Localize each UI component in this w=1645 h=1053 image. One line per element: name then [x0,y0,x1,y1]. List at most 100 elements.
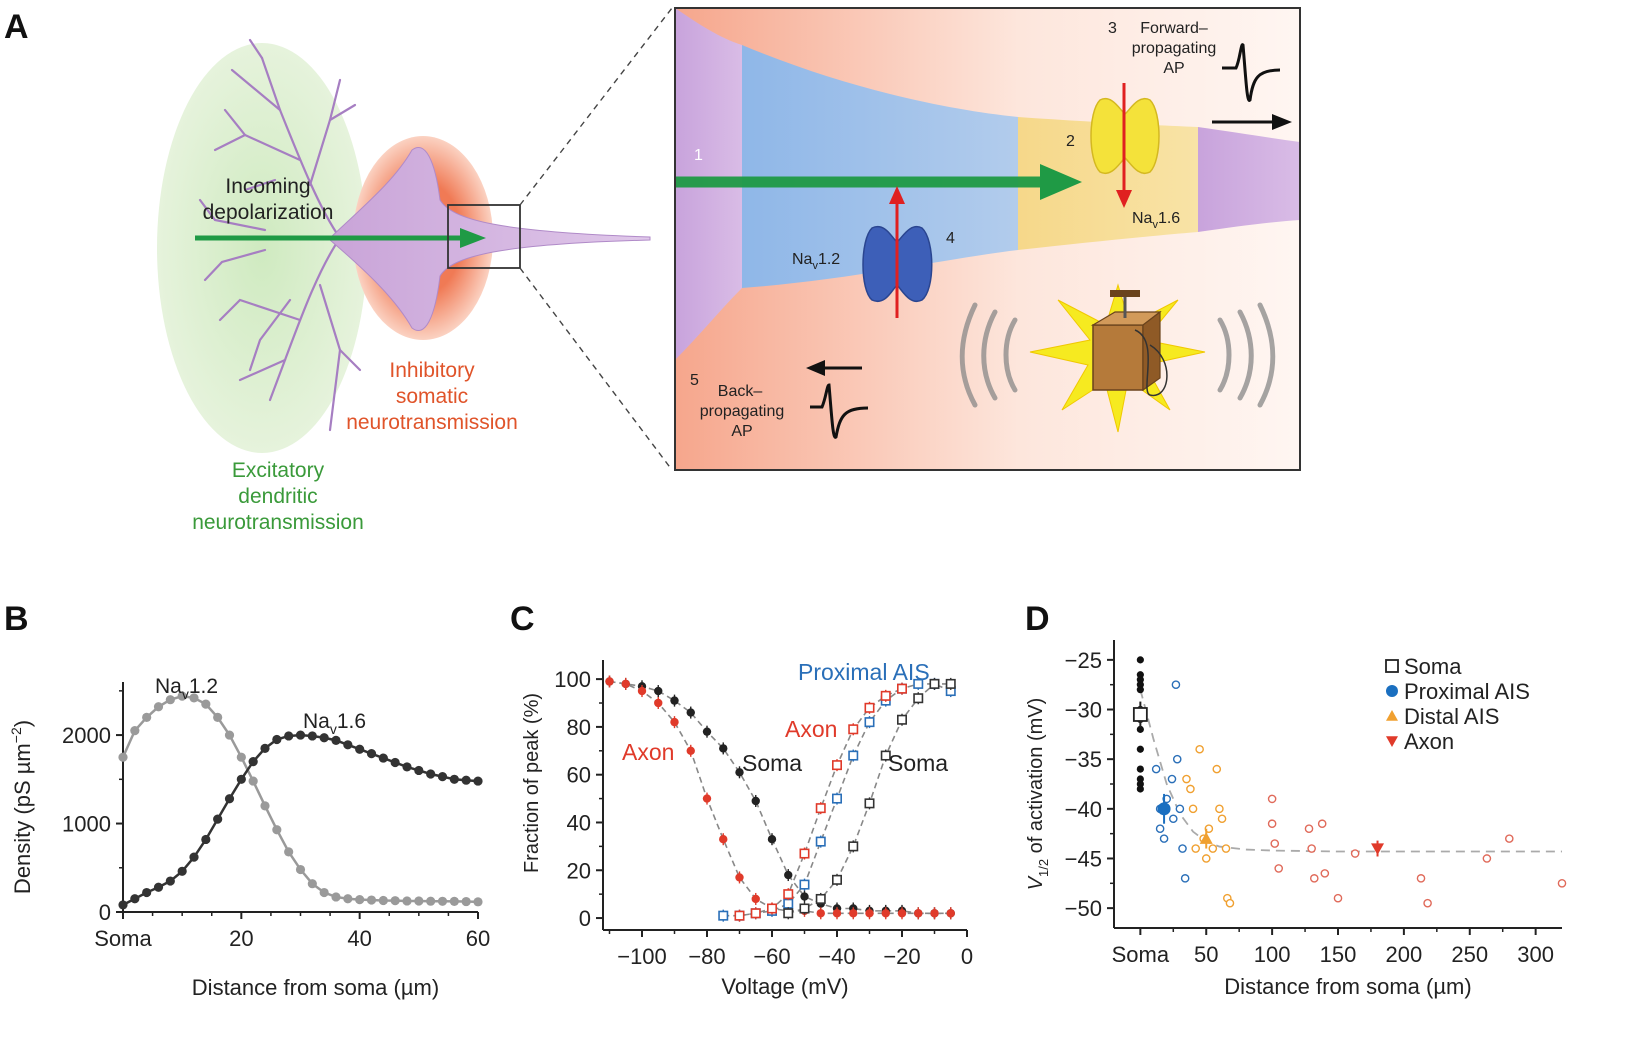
excitatory-label-1: Excitatory [232,459,325,482]
y-axis-title: Density (pS µm−2) [8,720,35,894]
data-point [734,910,745,921]
x-tick-label: −20 [883,944,920,969]
data-point [437,772,448,782]
data-point [343,740,353,750]
zoom-line-top [519,7,673,206]
data-point [1320,869,1330,878]
data-point [670,696,679,705]
fit-line [609,680,951,915]
data-point [719,835,728,844]
data-point [783,889,794,900]
data-point [1386,710,1398,721]
data-point [1208,844,1218,853]
data-point [142,712,152,722]
x-tick-label: 20 [229,926,253,951]
data-point [355,895,365,905]
panel-label-b: B [4,600,29,638]
data-point [1136,676,1144,684]
data-point [414,765,424,776]
data-point [165,695,175,705]
data-point [1304,824,1314,833]
x-axis-title: Voltage (mV) [721,974,848,999]
step-4: 4 [946,230,955,247]
data-point [189,693,199,703]
data-point [1136,656,1144,664]
data-point [831,760,842,771]
inhibitory-label-3: neurotransmission [346,411,518,434]
data-point [1333,893,1343,903]
y-tick-label: 80 [567,715,591,740]
zoom-box [447,204,521,269]
y-tick-label: −50 [1065,896,1102,921]
data-point [735,873,744,882]
data-point [848,724,859,735]
data-point [1136,780,1144,788]
data-point [815,893,826,904]
data-point [702,794,712,803]
data-point [686,708,695,717]
data-point [1188,804,1198,814]
data-point [654,686,663,696]
inset-green-arrow-head [1040,164,1082,200]
data-point [1504,834,1514,843]
data-point [766,903,777,914]
panel-label-c: C [510,600,535,638]
data-point [319,733,329,743]
series-label: Axon [785,716,837,742]
data-point [751,796,760,806]
x-tick-label: 50 [1194,942,1218,967]
step-5: 5 [690,372,699,389]
data-point [1172,754,1182,764]
depolarization-label: depolarization [203,201,334,224]
data-point [426,769,436,779]
data-point [295,864,306,875]
data-point [177,866,187,876]
data-point [461,896,471,907]
data-point [366,895,377,905]
data-point [832,909,842,918]
x-tick-label: −60 [753,944,790,969]
data-point [319,887,329,898]
forward-label-1: Forward– [1140,20,1208,37]
data-point [1201,854,1211,863]
data-point [1350,849,1360,858]
x-tick-label: 200 [1386,942,1423,967]
y-axis-title-subscript: 1/2 [1036,859,1051,877]
data-point [897,909,907,918]
data-point [914,909,923,918]
data-point [437,896,448,906]
data-point [473,897,483,907]
data-point [378,895,388,906]
data-point [1136,765,1144,773]
y-tick-label: −25 [1065,648,1102,673]
data-point [1132,707,1148,722]
y-tick-label: 20 [567,858,591,883]
data-point [201,699,211,709]
data-point [1212,764,1222,774]
data-point [402,896,412,906]
x-tick-label: 100 [1254,942,1291,967]
data-point [637,686,647,696]
data-point [816,909,825,918]
y-axis-title-part: V [1025,875,1047,890]
series-line [122,733,479,907]
forward-arrow-head [1272,114,1292,130]
data-point [260,743,270,753]
detonator-icon [959,283,1276,433]
excitatory-label-2: dendritic [238,485,317,508]
data-point [946,909,955,918]
y-tick-label: −35 [1065,747,1102,772]
inhibitory-label-2: somatic [396,385,468,408]
y-tick-label: −40 [1065,797,1102,822]
series-label-subscript: v [182,686,189,702]
data-point [1157,802,1171,816]
nav12-channel-icon [862,186,933,318]
forward-ap-trace-icon [1222,43,1281,102]
data-point [654,698,663,708]
axon-purple-right [1198,127,1300,232]
series-label: Axon [622,739,674,765]
back-label-3: AP [731,423,752,440]
